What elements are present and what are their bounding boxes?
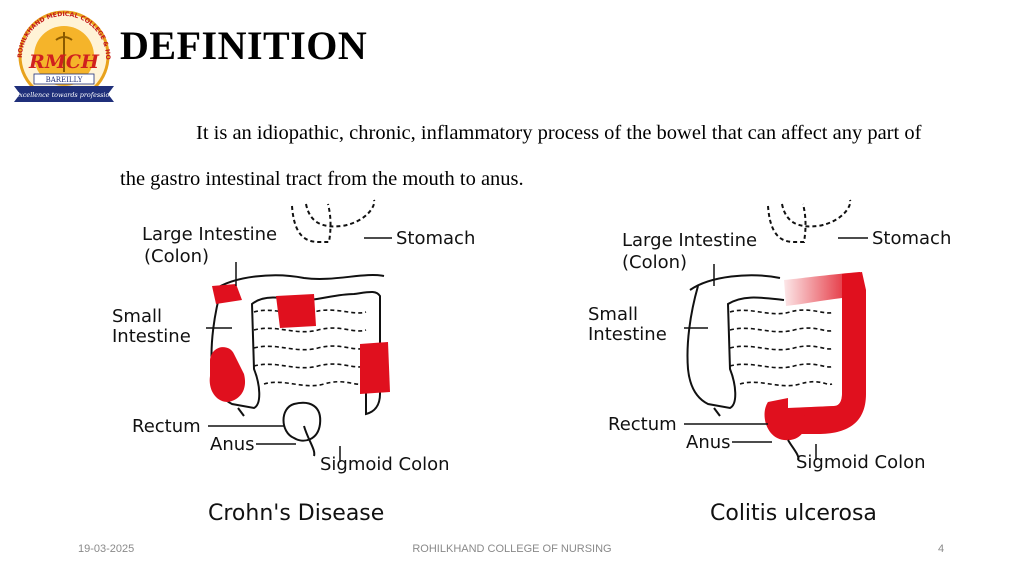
- colitis-diagram: Large Intestine (Colon) Stomach Small In…: [588, 199, 951, 526]
- crohns-label-intestine: Intestine: [112, 326, 191, 347]
- footer-date: 19-03-2025: [78, 543, 135, 555]
- crohns-label-sigmoid: Sigmoid Colon: [320, 454, 450, 475]
- colitis-label-anus: Anus: [686, 432, 731, 453]
- definition-text: It is an idiopathic, chronic, inflammato…: [120, 122, 922, 190]
- colitis-caption: Colitis ulcerosa: [710, 501, 877, 526]
- colitis-label-large-intestine: Large Intestine: [622, 230, 757, 251]
- crohns-label-stomach: Stomach: [396, 228, 475, 249]
- colitis-label-colon: (Colon): [622, 252, 687, 273]
- colitis-label-rectum: Rectum: [608, 414, 677, 435]
- footer-institution: ROHILKHAND COLLEGE OF NURSING: [412, 543, 612, 555]
- definition-paragraph: It is an idiopathic, chronic, inflammato…: [120, 110, 946, 202]
- colitis-label-stomach: Stomach: [872, 228, 951, 249]
- crohns-caption: Crohn's Disease: [208, 501, 384, 526]
- crohns-label-rectum: Rectum: [132, 416, 201, 437]
- college-logo: ROHILKHAND MEDICAL COLLEGE & HOSPITAL RM…: [12, 6, 114, 102]
- logo-mark: RMCH: [28, 51, 100, 73]
- logo-tagline: Excellence towards profession: [14, 91, 114, 99]
- bowel-diagram: Large Intestine (Colon) Stomach Small In…: [112, 199, 951, 526]
- colitis-label-intestine: Intestine: [588, 324, 667, 345]
- colitis-label-small: Small: [588, 304, 638, 325]
- crohns-label-anus: Anus: [210, 434, 255, 455]
- logo-city: BAREILLY: [46, 76, 83, 84]
- slide-title: DEFINITION: [120, 23, 368, 68]
- crohns-diagram: Large Intestine (Colon) Stomach Small In…: [112, 199, 475, 526]
- colitis-label-sigmoid: Sigmoid Colon: [796, 452, 926, 473]
- crohns-label-large-intestine: Large Intestine: [142, 224, 277, 245]
- footer-page-number: 4: [938, 543, 945, 555]
- crohns-label-colon: (Colon): [144, 246, 209, 267]
- crohns-label-small: Small: [112, 306, 162, 327]
